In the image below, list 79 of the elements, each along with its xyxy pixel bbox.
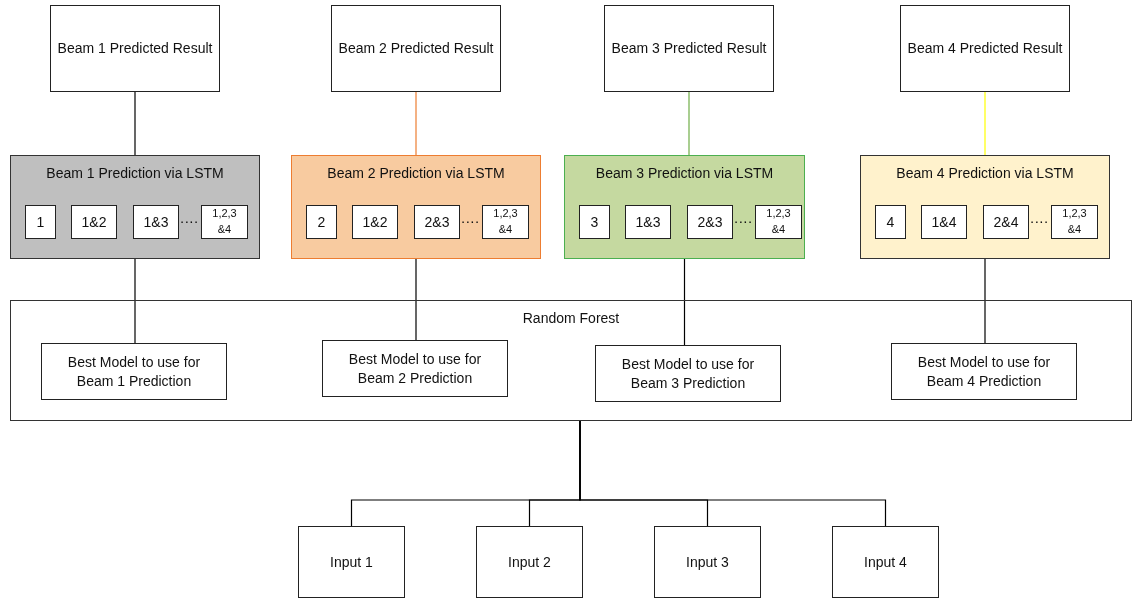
box-label: Beam 2 Predicted Result [338,39,494,58]
panel-title: Beam 3 Prediction via LSTM [595,164,774,183]
model-box [875,205,906,239]
box-label: Input 1 [330,552,373,572]
connector-line [683,258,686,346]
lstm-panel [10,155,260,259]
ellipsis-text: .... [461,209,480,226]
random-forest-panel [10,300,1132,421]
box-label: 1,2,3 &4 [1062,206,1087,237]
ellipsis-text: .... [1030,209,1049,226]
result-box [604,5,774,92]
model-box [71,205,117,239]
connector-line [984,91,986,156]
box-label: Input 3 [686,552,729,572]
model-box [352,205,398,239]
box-label: 4 [886,212,895,232]
box-label: Input 4 [864,552,907,572]
model-box [414,205,460,239]
box-label: 1,2,3 &4 [766,206,791,237]
box-label: Best Model to use for Beam 4 Prediction [916,352,1052,391]
connector-line [579,420,887,527]
model-box [201,205,248,239]
lstm-panel [291,155,541,259]
lstm-panel [564,155,805,259]
model-box [1051,205,1098,239]
connector-line [688,91,690,156]
box-label: 1&2 [362,212,388,232]
box-label: Beam 4 Predicted Result [907,39,1063,58]
box-label: Best Model to use for Beam 1 Prediction [66,352,202,391]
model-box [983,205,1029,239]
lstm-panel [860,155,1110,259]
best-model-box [322,340,508,397]
box-label: 1 [36,212,45,232]
result-box [331,5,501,92]
model-box [579,205,610,239]
input-box [832,526,939,598]
best-model-box [595,345,781,402]
box-label: 1,2,3 &4 [493,206,518,237]
model-box [687,205,733,239]
connector-line [134,258,136,344]
model-box [482,205,529,239]
box-label: 1,2,3 &4 [212,206,237,237]
box-label: 1&2 [81,212,107,232]
box-label: 1&4 [931,212,957,232]
model-box [625,205,671,239]
panel-title: Beam 1 Prediction via LSTM [46,164,224,183]
box-label: 1&3 [635,212,661,232]
model-box [25,205,56,239]
connector-line [415,91,417,156]
result-box [50,5,220,92]
best-model-box [41,343,227,400]
model-box [306,205,337,239]
model-box [921,205,967,239]
box-label: Best Model to use for Beam 3 Prediction [620,354,756,393]
panel-title: Beam 2 Prediction via LSTM [327,164,505,183]
box-label: 2 [317,212,326,232]
box-label: Input 2 [508,552,551,572]
box-label: 1&3 [143,212,169,232]
input-box [298,526,405,598]
panel-title: Beam 4 Prediction via LSTM [896,164,1074,183]
box-label: Beam 3 Predicted Result [611,39,767,58]
input-box [476,526,583,598]
panel-title: Random Forest [522,309,620,328]
ellipsis-text: .... [734,209,753,226]
connector-line [415,258,417,341]
box-label: 3 [590,212,599,232]
ellipsis-text: .... [180,209,199,226]
model-box [133,205,179,239]
model-box [755,205,802,239]
input-box [654,526,761,598]
connector-line [984,258,986,344]
result-box [900,5,1070,92]
connector-line [134,91,136,156]
box-label: Best Model to use for Beam 2 Prediction [347,349,483,388]
box-label: 2&4 [993,212,1019,232]
box-label: 2&3 [697,212,723,232]
best-model-box [891,343,1077,400]
box-label: Beam 1 Predicted Result [57,39,213,58]
box-label: 2&3 [424,212,450,232]
